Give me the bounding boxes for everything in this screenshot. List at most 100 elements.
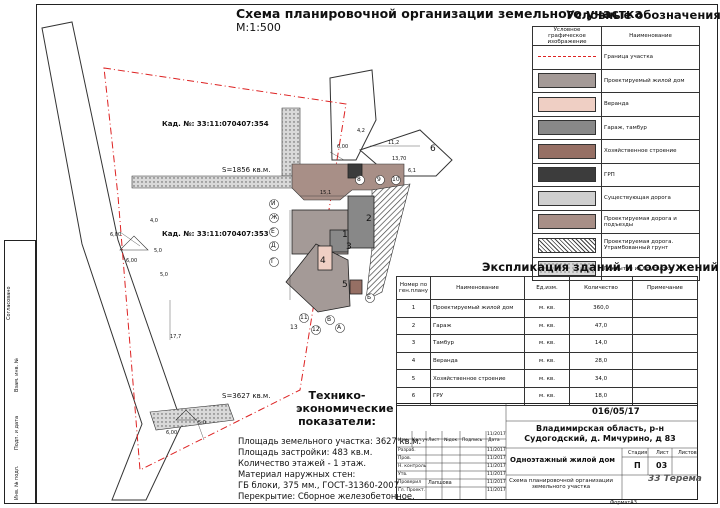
stamp-object: Одноэтажный жилой дом: [510, 456, 615, 464]
building-num-6: 6: [430, 144, 436, 154]
legend-swatch-projected-road: [538, 214, 596, 230]
building-num-2: 2: [366, 214, 372, 224]
stamp-logo: 33 Терема: [648, 474, 702, 484]
legend-row: Проектируемая дорога и подъезды: [532, 209, 700, 234]
stamp-grid: [396, 403, 698, 500]
stamp-col-date: Дата: [488, 438, 500, 443]
axis-E: Е: [271, 228, 275, 235]
paving-strip-south: [149, 403, 235, 431]
sidebar-label-approved: Согласовано: [6, 286, 12, 320]
stamp-role: Н. контроль: [398, 464, 427, 469]
stamp-role: Пров.: [398, 456, 412, 461]
dim-5-0-a: 5,0: [154, 248, 162, 254]
existing-road-north: [329, 69, 377, 161]
dim-4-2: 4,2: [357, 128, 365, 134]
axis-13: 13: [290, 324, 298, 331]
building-garage: [347, 195, 375, 249]
legend-swatch-paving: [538, 261, 596, 277]
stamp-stage: П: [634, 461, 641, 470]
legend-label: Граница участка: [601, 45, 700, 70]
dim-5-0-b: 5,0: [160, 272, 168, 278]
legend-swatch-garage: [538, 120, 596, 136]
axis-I: И: [271, 200, 276, 207]
legend-label: Существующая дорога: [601, 186, 700, 211]
drawing-frame: [36, 4, 718, 504]
legend-swatch-house: [538, 73, 596, 89]
building-house-wing: [285, 243, 351, 313]
stamp-date: 11/2017: [487, 464, 506, 469]
legend-swatch-rammed-ground: [538, 237, 596, 253]
dim-6-00-d: 6,00: [166, 430, 178, 436]
legend-swatch-existing-road: [538, 190, 596, 206]
legend-swatch-veranda: [538, 96, 596, 112]
axis-8: 8: [357, 176, 361, 183]
dim-6-00-a: 6,00: [337, 144, 349, 150]
explication-header: Ед.изм.: [524, 276, 570, 300]
stamp-date: 11/2017: [487, 488, 506, 493]
tech-line: Площадь застройки: 483 кв.м.: [238, 447, 373, 457]
explication-header-row: Номер по ген.плану Наименование Ед.изм. …: [396, 276, 698, 300]
explication-header: Примечание: [632, 276, 698, 300]
stamp-stage-label: Стадия: [628, 450, 648, 456]
dim-4-0: 4,0: [150, 218, 158, 224]
area-1: S=1856 кв.м.: [222, 166, 271, 174]
stamp-role: Гл. Проект.: [398, 488, 426, 493]
dim-6-00-b: 6,00: [110, 232, 122, 238]
legend-label: Проектируемая дорога и подъезды: [601, 209, 700, 234]
explication-header: Номер по ген.плану: [396, 276, 431, 300]
legend-row: Граница участка: [532, 45, 700, 70]
explication-table: Номер по ген.плану Наименование Ед.изм. …: [396, 276, 698, 406]
axis-V: В: [327, 316, 332, 323]
drawing-title: Схема планировочной организации земельно…: [236, 6, 643, 21]
stamp-format: ФорматА3: [610, 500, 637, 506]
axis-9: 9: [377, 176, 381, 183]
axis-A: А: [337, 324, 342, 331]
tree-marks: [119, 235, 197, 421]
dim-6-00-c: 6,00: [126, 258, 138, 264]
stamp-date: 11/2017: [487, 448, 506, 453]
stamp-role: Проверил: [398, 480, 422, 485]
tech-title: Технико-экономические показатели:: [296, 389, 394, 428]
legend-label: ГРП: [601, 162, 700, 187]
legend-row: ГРП: [532, 162, 700, 187]
stamp-date: 11/2017: [487, 480, 506, 485]
legend-table: Условное графическое изображение Наимено…: [532, 26, 700, 281]
explication-title: Экспликация зданий и сооружений: [482, 260, 719, 274]
tech-line: Количество этажей - 1 этаж.: [238, 458, 367, 468]
left-stamp-strip: [4, 240, 36, 504]
tech-line: Материал наружных стен:: [238, 469, 356, 479]
legend-label: Гараж, тамбур: [601, 115, 700, 140]
tech-line: Площадь земельного участка: 3627 кв.м.: [238, 436, 422, 446]
legend-swatch-outbuilding: [538, 143, 596, 159]
kad-number-2: Кад. №: 33:11:070407:353: [162, 230, 269, 238]
dim-13-70: 13,70: [392, 156, 407, 162]
sidebar-label-sign-date: Подп. и дата: [14, 415, 20, 450]
building-grp: [347, 163, 363, 179]
legend-title: Условные обозначения: [566, 8, 720, 22]
building-num-1: 1: [342, 230, 348, 240]
stamp-col-list: Лист: [428, 438, 440, 443]
projected-road: [291, 163, 405, 201]
tech-line: ГБ блоки, 375 мм., ГОСТ-31360-2007.: [238, 480, 402, 490]
axis-B: Б: [367, 294, 372, 301]
dim-15-1: 15,1: [320, 190, 332, 196]
axis-circles: [269, 175, 401, 335]
sidebar-label-inv-replace: Взам. инв. №: [14, 358, 20, 392]
legend-row: Проектируемый жилой дом: [532, 68, 700, 93]
explication-header: Наименование: [429, 276, 526, 300]
stamp-sheets-label: Листов: [678, 450, 697, 456]
building-num-3: 3: [346, 242, 352, 252]
existing-road-west: [41, 21, 183, 501]
drawing-scale: М:1:500: [236, 21, 281, 34]
explication-header: Количество: [569, 276, 633, 300]
axis-12: 12: [312, 326, 320, 333]
axis-11: 11: [300, 314, 308, 321]
axis-Zh: Ж: [271, 214, 278, 221]
stamp-address: Владимирская область, р-н Судогодский, д…: [524, 424, 676, 443]
legend-header-symbol: Условное графическое изображение: [532, 26, 602, 46]
stamp-col-koluch: Кол.уч: [412, 438, 428, 443]
